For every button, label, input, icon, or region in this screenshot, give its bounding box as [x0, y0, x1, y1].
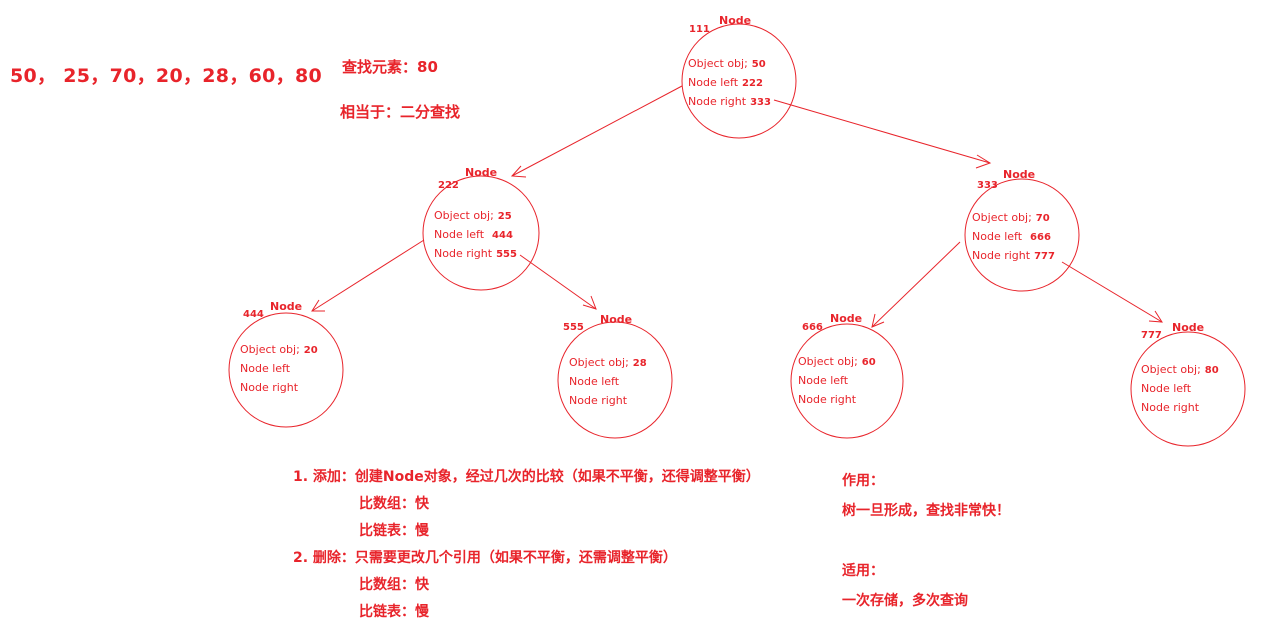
usage-title: 作用： — [842, 473, 884, 489]
node-field-right: Node right — [1141, 401, 1200, 414]
node-field-obj: Object obj;20 — [240, 343, 318, 356]
node-field-left: Node left — [569, 375, 620, 388]
insert-sequence: 50， 25，70，20，28，60，80 — [10, 65, 322, 87]
node-field-right: Node right — [240, 381, 299, 394]
node-right-value: 777 — [1034, 251, 1055, 262]
node-circle-666 — [790, 323, 904, 439]
node-label: Node — [830, 312, 863, 325]
node-field-obj: Object obj;70 — [972, 211, 1050, 224]
operation-add: 1. 添加：创建Node对象，经过几次的比较（如果不平衡，还得调整平衡） — [293, 469, 760, 485]
node-label: Node — [600, 313, 633, 326]
node-label: Node — [719, 14, 752, 27]
apply-title: 适用： — [842, 563, 884, 579]
edge-222-444 — [311, 239, 425, 312]
node-right-value: 555 — [496, 249, 517, 260]
node-field-right: Node right — [569, 394, 628, 407]
node-field-obj: Object obj;50 — [688, 57, 766, 70]
usage-notes: 作用： 树一旦形成，查找非常快！ 适用： 一次存储，多次查询 — [842, 466, 1010, 616]
node-address: 666 — [802, 322, 823, 333]
operation-delete-vs-list: 比链表：慢 — [359, 604, 429, 620]
node-field-left: Node left — [798, 374, 849, 387]
node-obj-value: 80 — [1204, 365, 1219, 376]
node-circle-222 — [422, 175, 540, 291]
edge-111-333 — [773, 99, 991, 164]
node-field-obj: Object obj;80 — [1141, 363, 1219, 376]
node-left-value: 666 — [1030, 232, 1051, 243]
node-circle-555 — [557, 321, 673, 439]
node-address: 111 — [689, 24, 710, 35]
operation-add-vs-array: 比数组：快 — [359, 496, 429, 512]
equivalent-note: 相当于：二分查找 — [340, 103, 461, 121]
node-label: Node — [465, 166, 498, 179]
search-target: 查找元素：80 — [342, 58, 438, 76]
node-address: 555 — [563, 322, 584, 333]
node-address: 777 — [1141, 330, 1162, 341]
node-left-value: 444 — [492, 230, 513, 241]
node-obj-value: 20 — [303, 345, 318, 356]
node-obj-value: 60 — [861, 357, 876, 368]
operation-delete: 2. 删除：只需要更改几个引用（如果不平衡，还需调整平衡） — [293, 550, 677, 566]
node-obj-value: 28 — [632, 358, 647, 369]
apply-text: 一次存储，多次查询 — [842, 593, 968, 609]
node-circle-444 — [228, 312, 344, 428]
node-obj-value: 70 — [1035, 213, 1050, 224]
node-field-right: Node right — [798, 393, 857, 406]
operations-list: 1. 添加：创建Node对象，经过几次的比较（如果不平衡，还得调整平衡） 比数组… — [293, 464, 760, 626]
node-obj-value: 50 — [751, 59, 766, 70]
node-field-obj: Object obj;28 — [569, 356, 647, 369]
node-label: Node — [270, 300, 303, 313]
node-right-value: 333 — [750, 97, 771, 108]
node-left-value: 222 — [742, 78, 763, 89]
node-address: 444 — [243, 309, 264, 320]
edge-111-222 — [511, 85, 683, 177]
node-circle-777 — [1130, 331, 1246, 447]
edge-222-555 — [519, 254, 597, 310]
edge-333-666 — [871, 241, 961, 328]
usage-text: 树一旦形成，查找非常快！ — [842, 503, 1010, 519]
node-field-obj: Object obj;60 — [798, 355, 876, 368]
node-field-obj: Object obj;25 — [434, 209, 512, 222]
node-address: 333 — [977, 180, 998, 191]
node-label: Node — [1172, 321, 1205, 334]
node-circle-111 — [681, 23, 797, 139]
node-address: 222 — [438, 180, 459, 191]
node-field-left: Node left — [1141, 382, 1192, 395]
edge-333-777 — [1061, 261, 1163, 323]
operation-add-vs-list: 比链表：慢 — [359, 523, 429, 539]
node-circle-333 — [964, 178, 1080, 292]
node-field-left: Node left — [240, 362, 291, 375]
operation-delete-vs-array: 比数组：快 — [359, 577, 429, 593]
node-obj-value: 25 — [497, 211, 512, 222]
node-label: Node — [1003, 168, 1036, 181]
